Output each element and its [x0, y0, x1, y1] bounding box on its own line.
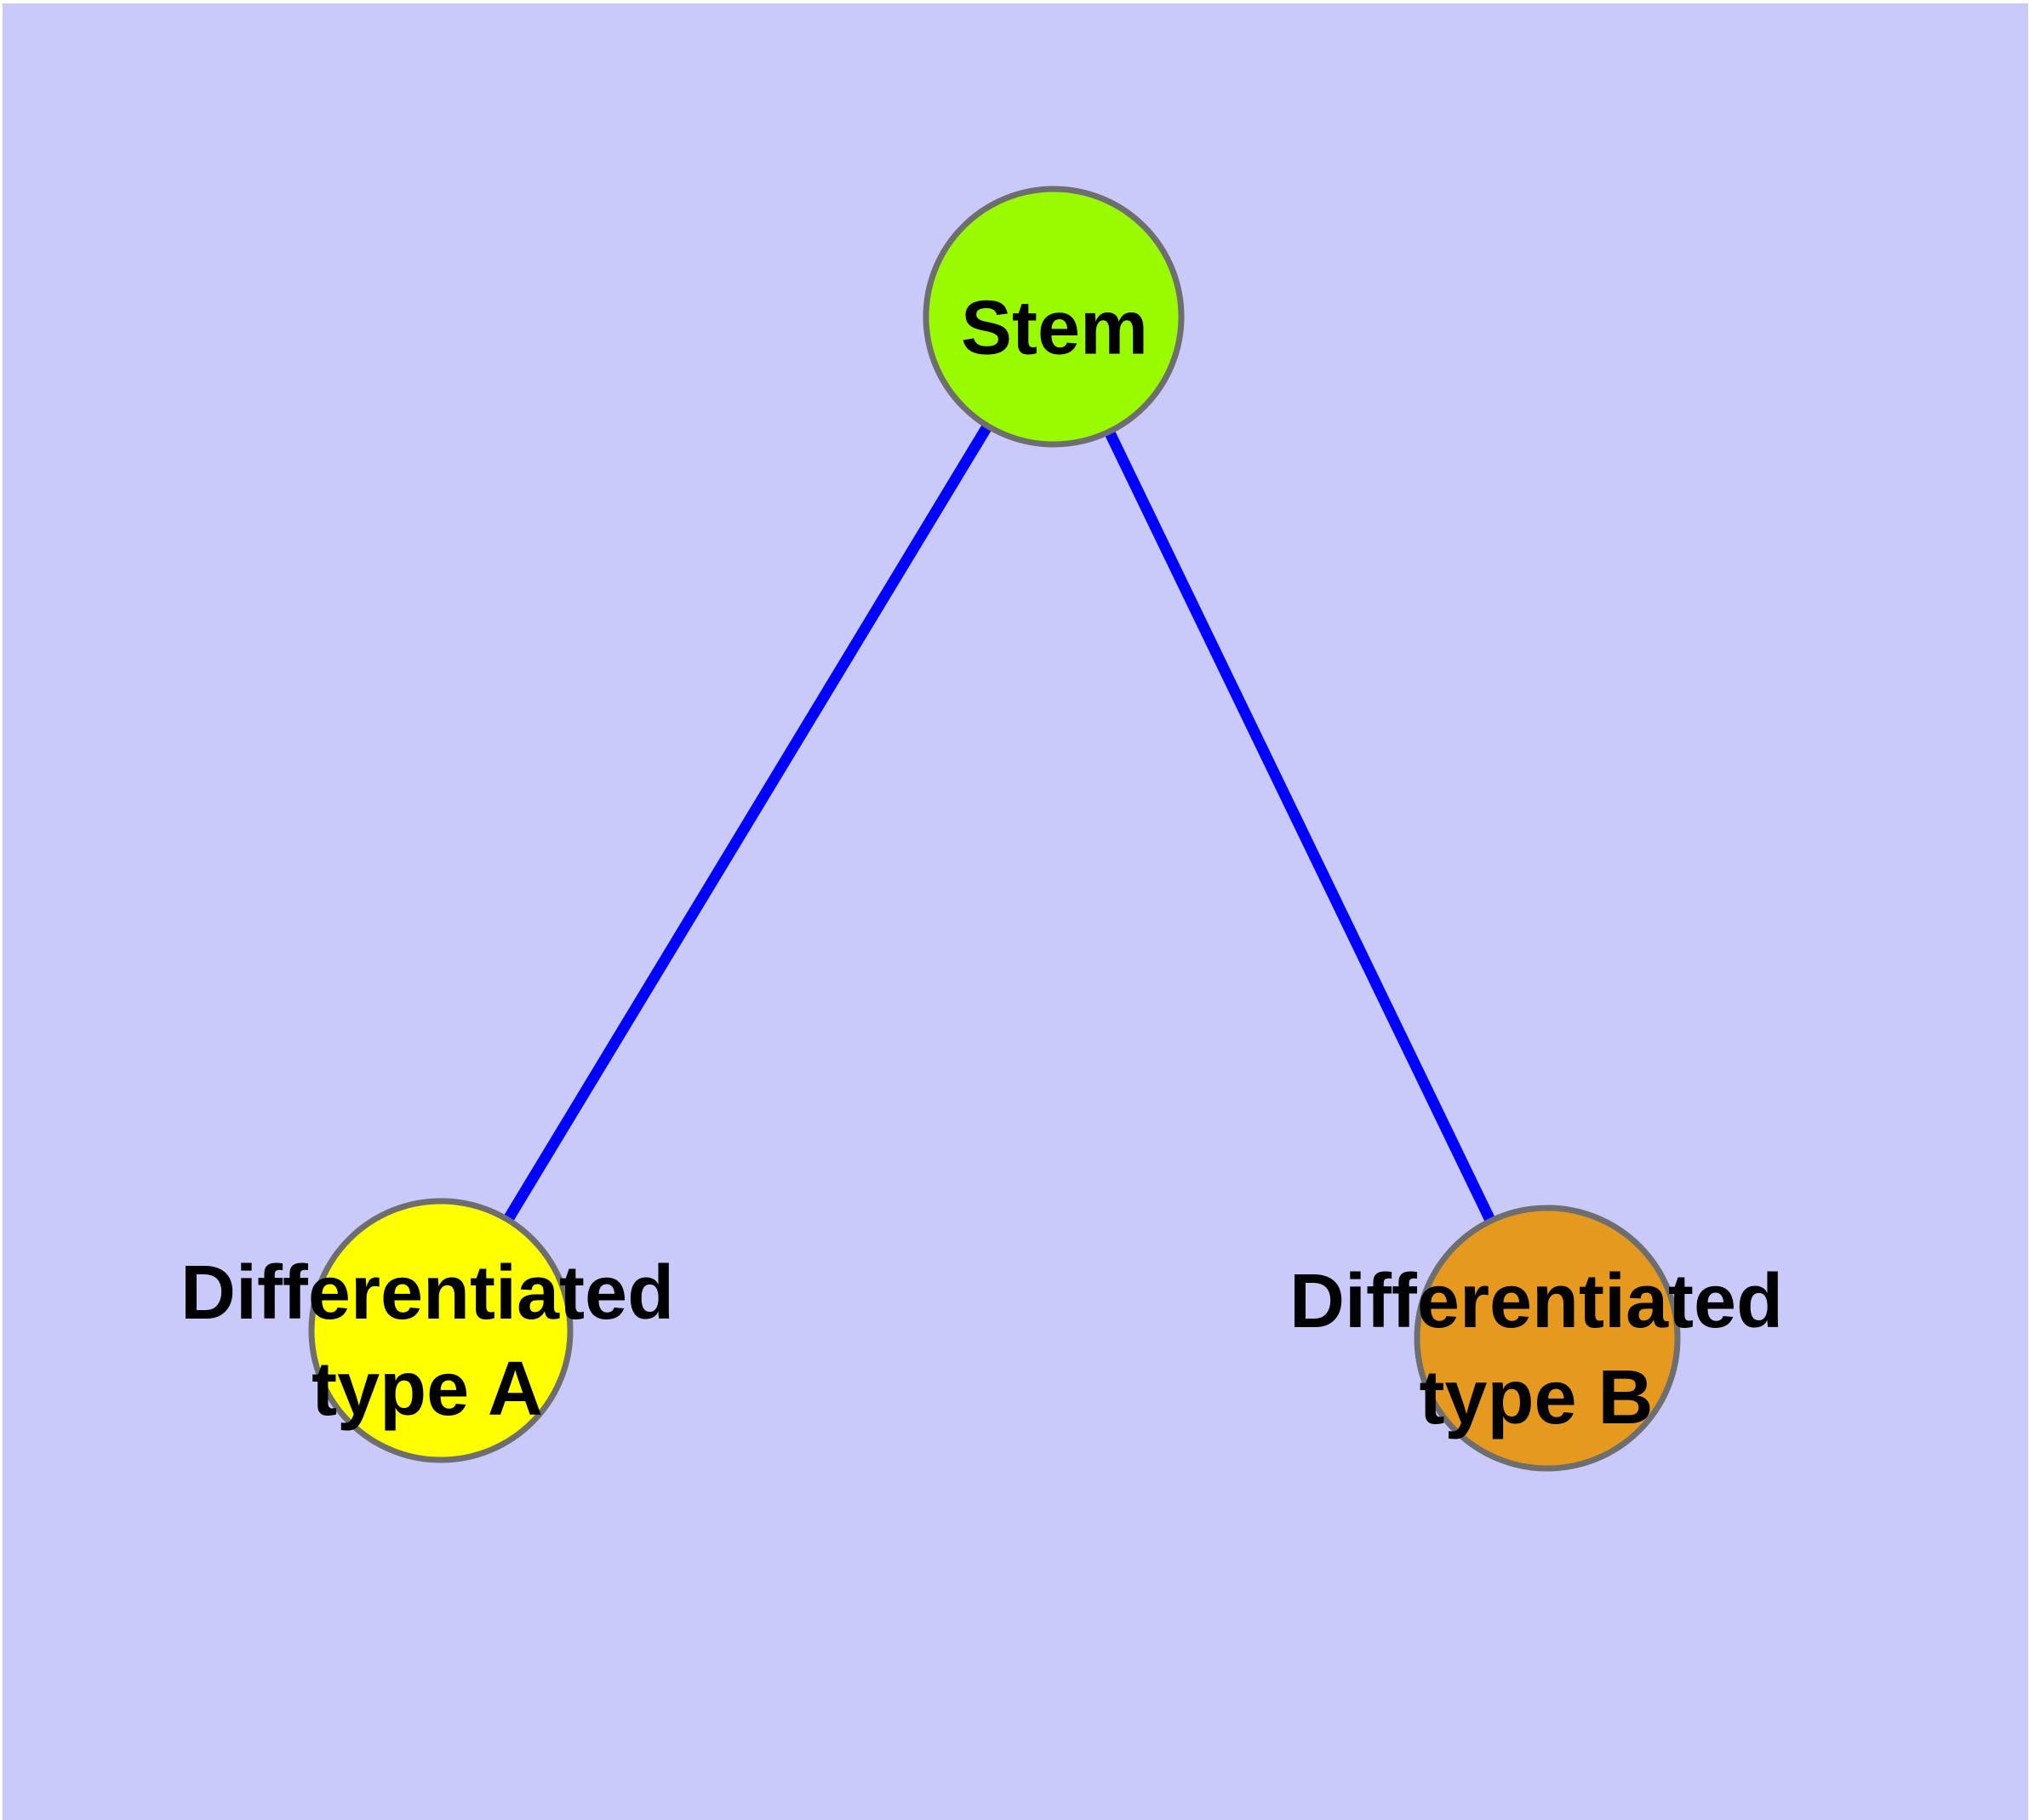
edge-stem-to-type-a — [436, 313, 1059, 1334]
node-type-b-circle — [1414, 1205, 1681, 1472]
node-stem-label: Stem — [960, 285, 1149, 371]
node-type-b-label: Differentiated type B — [1289, 1259, 1784, 1440]
node-type-a-circle — [308, 1198, 574, 1463]
node-type-a-label: Differentiated type A — [180, 1251, 675, 1432]
node-stem-circle — [923, 186, 1185, 448]
edge-stem-to-type-b — [1049, 314, 1552, 1341]
